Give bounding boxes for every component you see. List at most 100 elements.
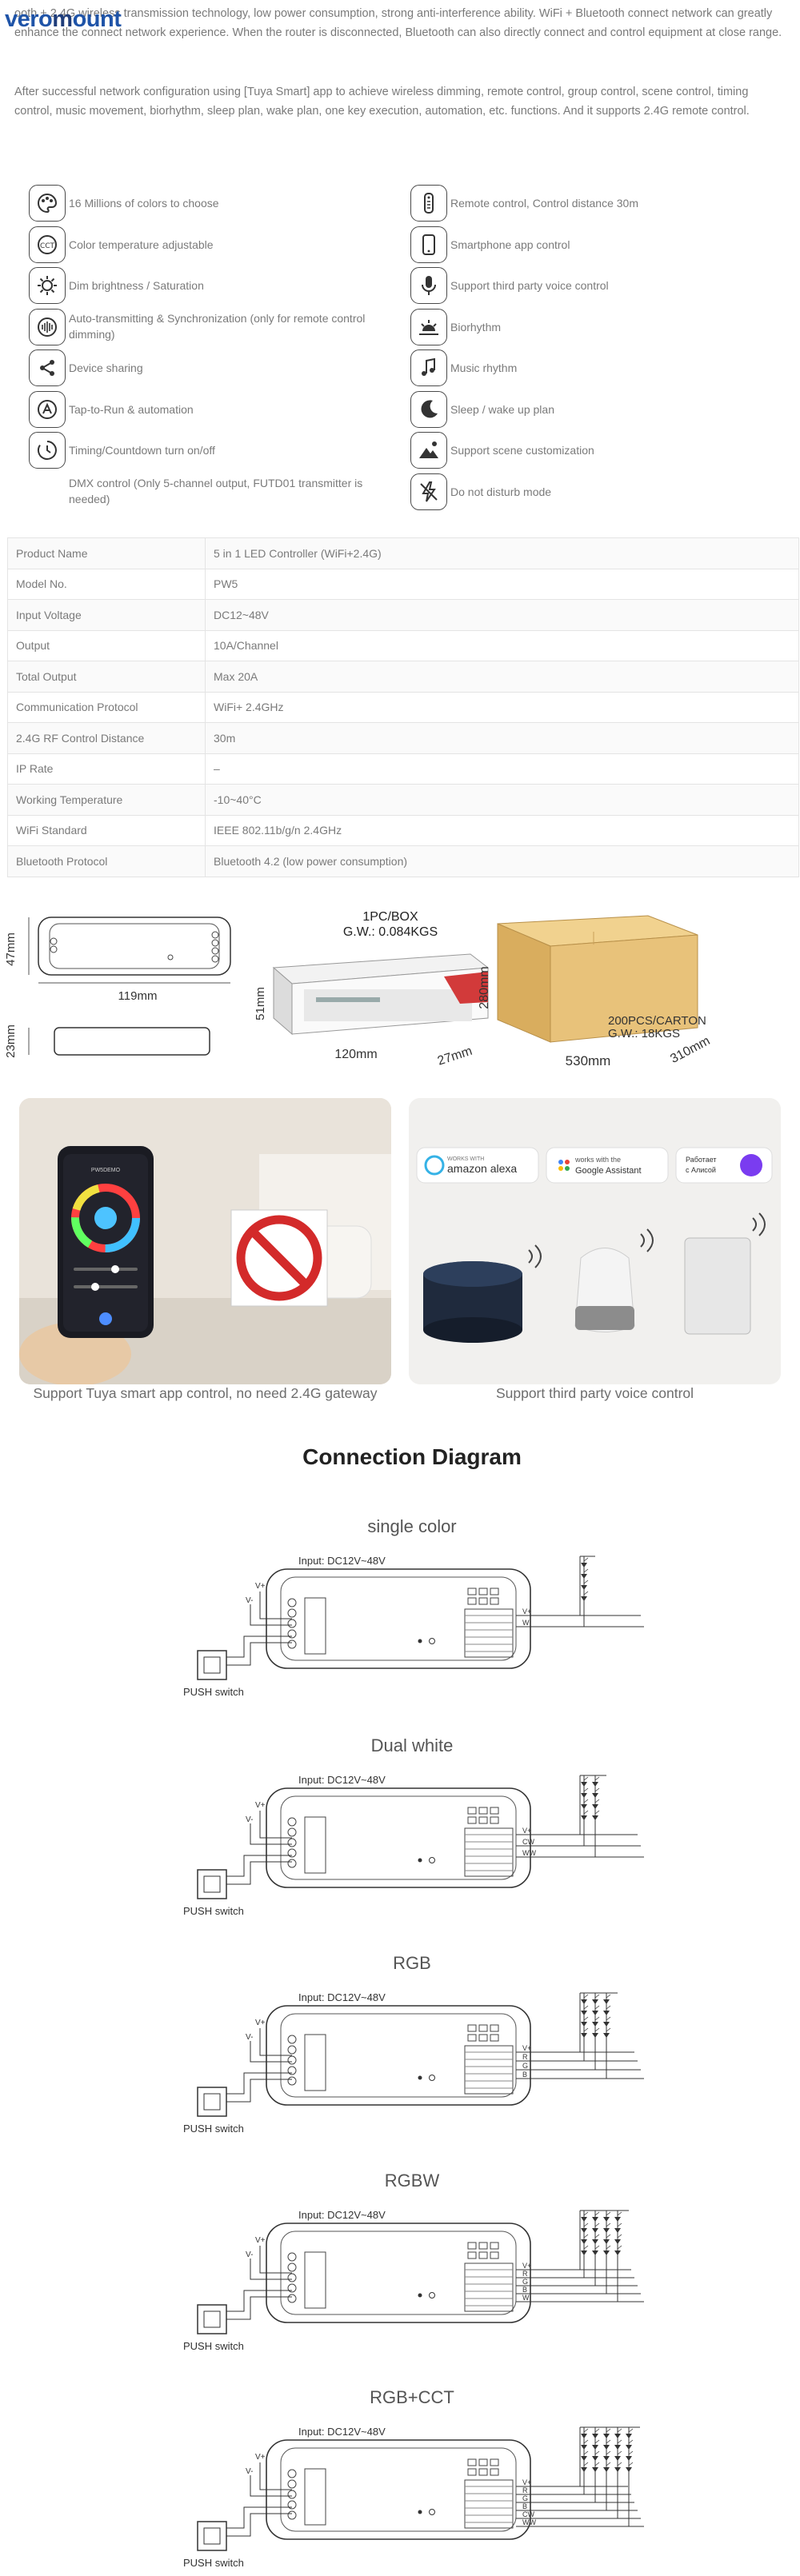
table-row: Model No.PW5 [7, 568, 799, 600]
carton-height: 280mm [478, 966, 491, 1008]
mountain-icon [410, 432, 447, 469]
brand-logo[interactable]: veromount [5, 6, 122, 32]
feature-label: Auto-transmitting & Synchronization (onl… [69, 311, 366, 341]
wire-label: R [522, 2053, 528, 2061]
spec-value: – [205, 753, 799, 785]
spec-key: Total Output [7, 661, 206, 693]
wire-label: CW [522, 1838, 534, 1846]
dim-height-1: 47mm [4, 933, 18, 966]
wire-label: WW [522, 2518, 536, 2526]
wire-label: B [522, 2502, 527, 2510]
controller-top-view [28, 917, 231, 984]
diagram-title: single color [367, 1516, 457, 1536]
spec-value: DC12~48V [205, 599, 799, 631]
dimension-illustration: 47mm 119mm 23mm 1PC/BOX G.W.: 0.084KGS 5… [4, 910, 712, 1068]
wire-label: R [522, 2486, 528, 2494]
intro-paragraph-2: After successful network configuration u… [14, 86, 750, 118]
spec-value: 10A/Channel [205, 629, 799, 661]
palette-icon [29, 185, 66, 222]
share-icon [29, 349, 66, 386]
tap-to-run-icon [29, 390, 66, 428]
wire-label: V+ [522, 2262, 531, 2270]
input-label: Input: DC12V~48V [298, 2426, 386, 2438]
input-label: Input: DC12V~48V [298, 1991, 386, 2003]
dim-height-2: 23mm [4, 1024, 18, 1058]
spec-key: Communication Protocol [7, 691, 206, 723]
voice-control-photo: WORKS WITH amazon alexa works with the G… [409, 1098, 781, 1384]
feature-label: Music rhythm [450, 361, 518, 374]
spec-value: Bluetooth 4.2 (low power consumption) [205, 845, 799, 877]
spec-value: PW5 [205, 568, 799, 600]
box-label: 1PC/BOX [362, 910, 418, 924]
box-width: 120mm [334, 1048, 377, 1061]
feature-label: Remote control, Control distance 30m [450, 197, 638, 210]
svg-text:CCT: CCT [40, 242, 55, 250]
spec-key: Working Temperature [7, 784, 206, 816]
feature-label: Support scene customization [450, 444, 594, 457]
feature-label: Support third party voice control [450, 279, 609, 292]
alexa-text: amazon alexa [447, 1162, 517, 1175]
brightness-icon [29, 267, 66, 304]
input-vminus-label: V- [246, 1815, 253, 1824]
wire-label: WW [522, 1849, 536, 1857]
spec-key: IP Rate [7, 753, 206, 785]
table-row: Working Temperature-10~40°C [7, 784, 799, 816]
sync-icon [29, 308, 66, 345]
shipping-carton [497, 915, 698, 1043]
feature-label: Color temperature adjustable [69, 238, 214, 251]
spec-value: WiFi+ 2.4GHz [205, 691, 799, 723]
input-vminus-label: V- [246, 1596, 253, 1605]
spec-key: 2.4G RF Control Distance [7, 722, 206, 754]
feature-label: Sleep / wake up plan [450, 402, 554, 416]
sunrise-icon [410, 308, 447, 345]
connection-diagram-title: Connection Diagram [302, 1444, 522, 1469]
input-vplus-label: V+ [255, 2453, 266, 2462]
spec-value: Max 20A [205, 661, 799, 693]
dim-width-1: 119mm [118, 989, 158, 1003]
spec-value: -10~40°C [205, 784, 799, 816]
phone-app-title: PW5DEMO [91, 1168, 121, 1173]
app-control-photo: PW5DEMO [19, 1098, 391, 1384]
carton-label: 200PCS/CARTON [608, 1014, 706, 1028]
spec-key: Bluetooth Protocol [7, 845, 206, 877]
spec-value: 5 in 1 LED Controller (WiFi+2.4G) [205, 537, 799, 569]
timer-icon [29, 432, 66, 469]
no-disturb-icon [410, 473, 447, 510]
push-switch-label: PUSH switch [183, 1686, 244, 1698]
google-text: Google Assistant [575, 1166, 642, 1176]
alice-text-1: Работает [686, 1156, 717, 1164]
feature-label: Timing/Countdown turn on/off [69, 444, 215, 457]
spec-key: Product Name [7, 537, 206, 569]
wire-label: V+ [522, 2478, 531, 2486]
box-weight: G.W.: 0.084KGS [343, 925, 438, 939]
input-vminus-label: V- [246, 2033, 253, 2042]
diagram-title: RGB [393, 1953, 431, 1973]
push-switch-label: PUSH switch [183, 1905, 244, 1917]
spec-key: WiFi Standard [7, 814, 206, 846]
wire-label: R [522, 2270, 528, 2278]
feature-label: Tap-to-Run & automation [69, 402, 194, 416]
wire-label: G [522, 2062, 528, 2070]
wire-label: G [522, 2278, 528, 2286]
cct-icon: CCT [29, 226, 66, 263]
input-label: Input: DC12V~48V [298, 1555, 386, 1567]
wire-label: V+ [522, 2044, 531, 2052]
box-height: 51mm [254, 987, 267, 1020]
diagram-title: RGB+CCT [370, 2387, 454, 2407]
input-vminus-label: V- [246, 2251, 253, 2259]
spec-key: Model No. [7, 568, 206, 600]
input-vplus-label: V+ [255, 2019, 266, 2027]
google-small-text: works with the [574, 1156, 621, 1164]
wire-label: G [522, 2494, 528, 2502]
intro-paragraph-1: ooth + 2.4G wireless transmission techno… [14, 7, 782, 39]
microphone-icon [410, 267, 447, 304]
remote-icon [410, 185, 447, 222]
